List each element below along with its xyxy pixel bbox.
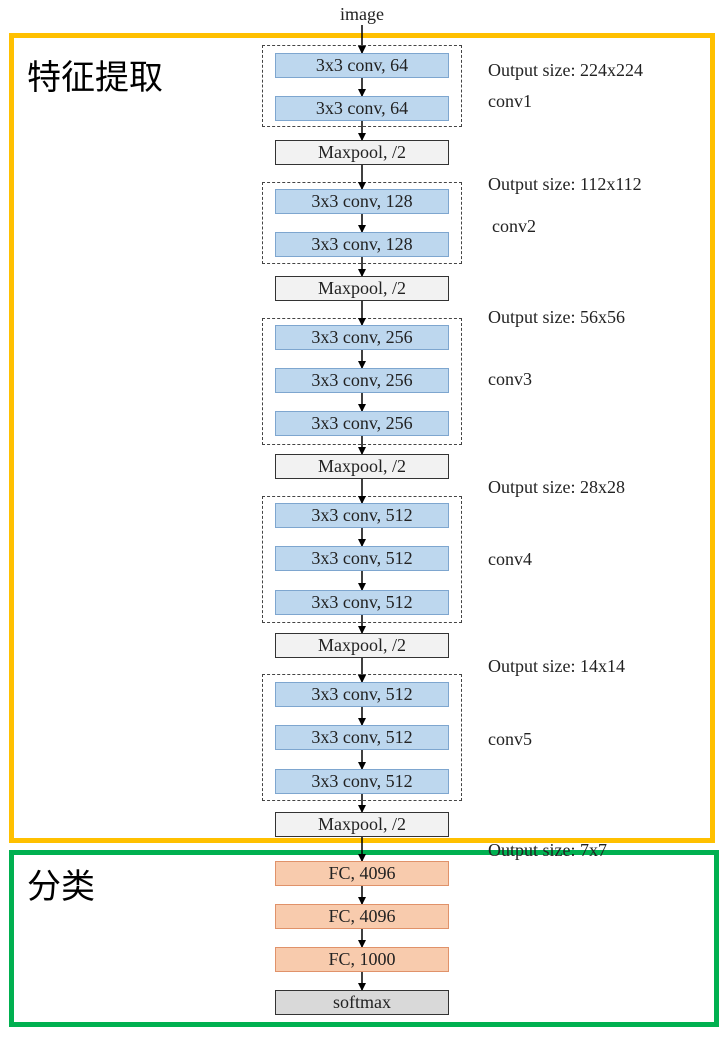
layer-fc-2: FC, 4096 xyxy=(275,904,449,929)
layer-conv4-1: 3x3 conv, 512 xyxy=(275,503,449,528)
layer-maxpool-4: Maxpool, /2 xyxy=(275,633,449,658)
group-name-conv2: conv2 xyxy=(492,216,536,236)
layer-softmax: softmax xyxy=(275,990,449,1015)
classification-frame xyxy=(9,850,719,1027)
group-name-conv5: conv5 xyxy=(488,729,532,749)
layer-maxpool-2: Maxpool, /2 xyxy=(275,276,449,301)
layer-maxpool-3: Maxpool, /2 xyxy=(275,454,449,479)
input-image-label: image xyxy=(340,4,384,24)
layer-conv5-1: 3x3 conv, 512 xyxy=(275,682,449,707)
layer-maxpool-5: Maxpool, /2 xyxy=(275,812,449,837)
layer-conv5-3: 3x3 conv, 512 xyxy=(275,769,449,794)
layer-conv2-1: 3x3 conv, 128 xyxy=(275,189,449,214)
layer-conv1-1: 3x3 conv, 64 xyxy=(275,53,449,78)
layer-maxpool-1: Maxpool, /2 xyxy=(275,140,449,165)
output-size-final: Output size: 7x7 xyxy=(488,840,607,860)
group-name-conv4: conv4 xyxy=(488,549,532,569)
output-size-conv3: Output size: 56x56 xyxy=(488,307,625,327)
layer-conv3-2: 3x3 conv, 256 xyxy=(275,368,449,393)
layer-conv3-1: 3x3 conv, 256 xyxy=(275,325,449,350)
group-name-conv3: conv3 xyxy=(488,369,532,389)
output-size-conv4: Output size: 28x28 xyxy=(488,477,625,497)
feature-extraction-title: 特征提取 xyxy=(27,58,163,98)
layer-conv4-3: 3x3 conv, 512 xyxy=(275,590,449,615)
output-size-conv1: Output size: 224x224 xyxy=(488,60,643,80)
classification-title: 分类 xyxy=(27,867,95,907)
output-size-conv2: Output size: 112x112 xyxy=(488,174,642,194)
layer-conv2-2: 3x3 conv, 128 xyxy=(275,232,449,257)
group-name-conv1: conv1 xyxy=(488,91,532,111)
layer-conv5-2: 3x3 conv, 512 xyxy=(275,725,449,750)
layer-conv4-2: 3x3 conv, 512 xyxy=(275,546,449,571)
layer-fc-1: FC, 4096 xyxy=(275,861,449,886)
layer-conv1-2: 3x3 conv, 64 xyxy=(275,96,449,121)
layer-conv3-3: 3x3 conv, 256 xyxy=(275,411,449,436)
output-size-conv5: Output size: 14x14 xyxy=(488,656,625,676)
layer-fc-3: FC, 1000 xyxy=(275,947,449,972)
